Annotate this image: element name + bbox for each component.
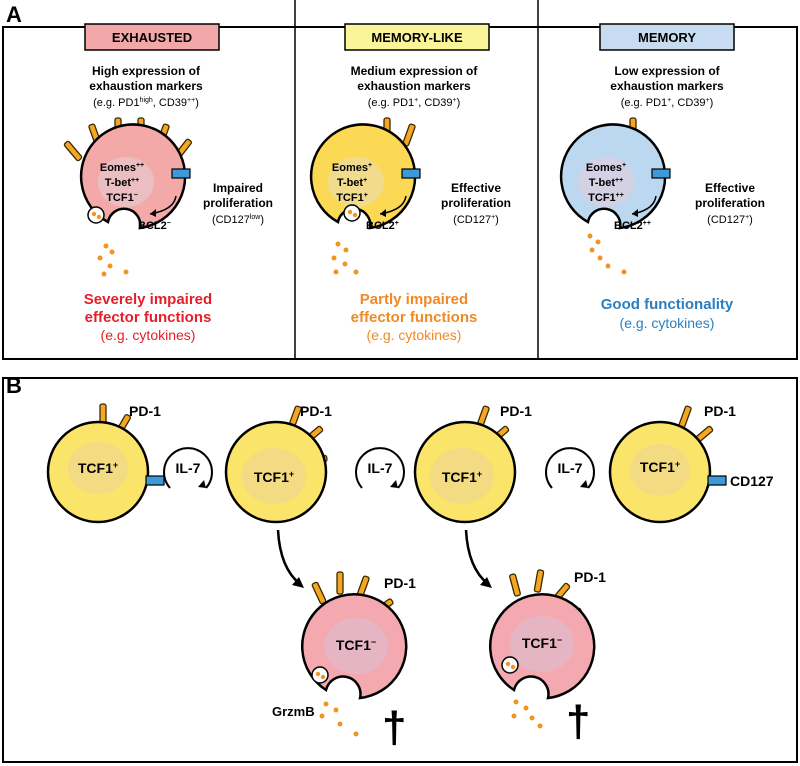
b-cell-3: TCF1+ PD-1 <box>413 403 532 524</box>
panel-b-label: B <box>6 373 22 398</box>
cd127-receptor <box>707 475 727 486</box>
granule-vesicle <box>87 206 105 224</box>
outcome-line2: effector functions <box>85 309 212 326</box>
tcf1-neg-label: TCF1− <box>522 635 562 651</box>
pd1-label: PD-1 <box>500 403 532 419</box>
outcome-line3: (e.g. cytokines) <box>101 327 196 343</box>
column-title: MEMORY <box>638 30 696 45</box>
bcl2-label: BCL2+ <box>366 220 399 232</box>
pd1-label: PD-1 <box>129 403 161 419</box>
column-memory: MEMORY Low expression of exhaustion mark… <box>559 23 765 331</box>
bcl2-label: BCL2++ <box>614 220 651 232</box>
marker-desc-line1: High expression of <box>92 64 201 78</box>
marker-desc-line2: exhaustion markers <box>357 79 471 93</box>
secreted-granules <box>331 241 359 275</box>
prolif-line3: (CD127low) <box>212 214 264 226</box>
prolif-line2: proliferation <box>441 196 511 210</box>
cd127-receptor <box>651 168 671 179</box>
column-memory-like: MEMORY-LIKE Medium expression of exhaust… <box>309 23 511 343</box>
cd127-receptor <box>145 475 165 486</box>
pd1-label: PD-1 <box>300 403 332 419</box>
prolif-line1: Impaired <box>213 181 263 195</box>
outcome-line3: (e.g. cytokines) <box>367 327 462 343</box>
nucleus <box>328 157 384 207</box>
marker-desc-line1: Low expression of <box>614 64 720 78</box>
tcf1-neg-label: TCF1− <box>336 637 376 653</box>
panel-a-label: A <box>6 2 22 27</box>
tcf1-pos-label: TCF1+ <box>78 460 118 476</box>
marker-example: (e.g. PD1+, CD39+) <box>368 97 461 109</box>
column-exhausted: EXHAUSTED High expression of exhaustion … <box>63 23 273 343</box>
granule-vesicle <box>343 204 361 222</box>
outcome-line1: Severely impaired <box>84 291 212 308</box>
tf-eomes: Eomes++ <box>100 162 144 174</box>
marker-desc-line1: Medium expression of <box>351 64 479 78</box>
marker-desc-line2: exhaustion markers <box>610 79 724 93</box>
secreted-granules <box>319 701 359 737</box>
title-box <box>344 23 490 51</box>
il7-loop-2: IL-7 <box>355 447 405 489</box>
tf-tbet: T-bet++ <box>589 177 623 189</box>
bcl2-label: BCL2− <box>138 220 171 232</box>
title-box <box>599 23 735 51</box>
cell-death-dagger: † <box>566 697 590 746</box>
tf-tcf1: TCF1++ <box>588 192 624 204</box>
cd127-label: CD127 <box>730 473 774 489</box>
outcome-line1: Partly impaired <box>360 291 468 308</box>
cd127-receptor <box>171 168 191 179</box>
prolif-line2: proliferation <box>695 196 765 210</box>
tcf1-pos-label: TCF1+ <box>442 469 482 485</box>
secreted-granules <box>97 243 129 277</box>
il7-label: IL-7 <box>176 460 201 476</box>
panel-b-frame <box>2 377 798 763</box>
secreted-granules <box>511 699 543 729</box>
prolif-line2: proliferation <box>203 196 273 210</box>
grzmb-label: GrzmB <box>272 704 315 719</box>
il7-loop-1: IL-7 <box>163 447 213 489</box>
tf-eomes: Eomes+ <box>586 162 626 174</box>
b-cell-effector-2: TCF1− PD-1 † <box>488 569 606 746</box>
tcf1-pos-label: TCF1+ <box>640 459 680 475</box>
tf-tcf1: TCF1+ <box>336 192 368 204</box>
prolif-line3: (CD127+) <box>453 214 499 226</box>
b-cell-1: TCF1+ PD-1 <box>46 403 165 524</box>
column-title: EXHAUSTED <box>112 30 192 45</box>
tf-eomes: Eomes+ <box>332 162 372 174</box>
tf-tbet: T-bet+ <box>337 177 367 189</box>
il7-label: IL-7 <box>558 460 583 476</box>
outcome-line2: effector functions <box>351 309 478 326</box>
diff-arrows <box>276 529 492 588</box>
tf-tbet: T-bet++ <box>105 177 139 189</box>
b-cell-4: TCF1+ PD-1 CD127 <box>608 403 774 524</box>
prolif-line3: (CD127+) <box>707 214 753 226</box>
outcome-line2: (e.g. cytokines) <box>620 315 715 331</box>
title-box <box>84 23 220 51</box>
nucleus <box>98 157 154 207</box>
marker-desc-line2: exhaustion markers <box>89 79 203 93</box>
cell-death-dagger: † <box>382 703 406 752</box>
il7-label: IL-7 <box>368 460 393 476</box>
tf-tcf1: TCF1− <box>106 192 138 204</box>
il7-loop-3: IL-7 <box>545 447 595 489</box>
marker-example: (e.g. PD1high, CD39++) <box>93 97 199 109</box>
pd1-label: PD-1 <box>704 403 736 419</box>
outcome-line1: Good functionality <box>601 296 734 313</box>
prolif-line1: Effective <box>705 181 755 195</box>
marker-example: (e.g. PD1+, CD39+) <box>621 97 714 109</box>
pd1-label: PD-1 <box>574 569 606 585</box>
pd1-label: PD-1 <box>384 575 416 591</box>
secreted-granules <box>587 233 627 275</box>
b-cell-effector-1: TCF1− PD-1 GrzmB † <box>272 571 416 752</box>
tcf1-pos-label: TCF1+ <box>254 469 294 485</box>
prolif-line1: Effective <box>451 181 501 195</box>
nucleus <box>578 157 634 207</box>
b-cell-2: TCF1+ PD-1 <box>224 403 332 524</box>
cd127-receptor <box>401 168 421 179</box>
column-title: MEMORY-LIKE <box>371 30 463 45</box>
